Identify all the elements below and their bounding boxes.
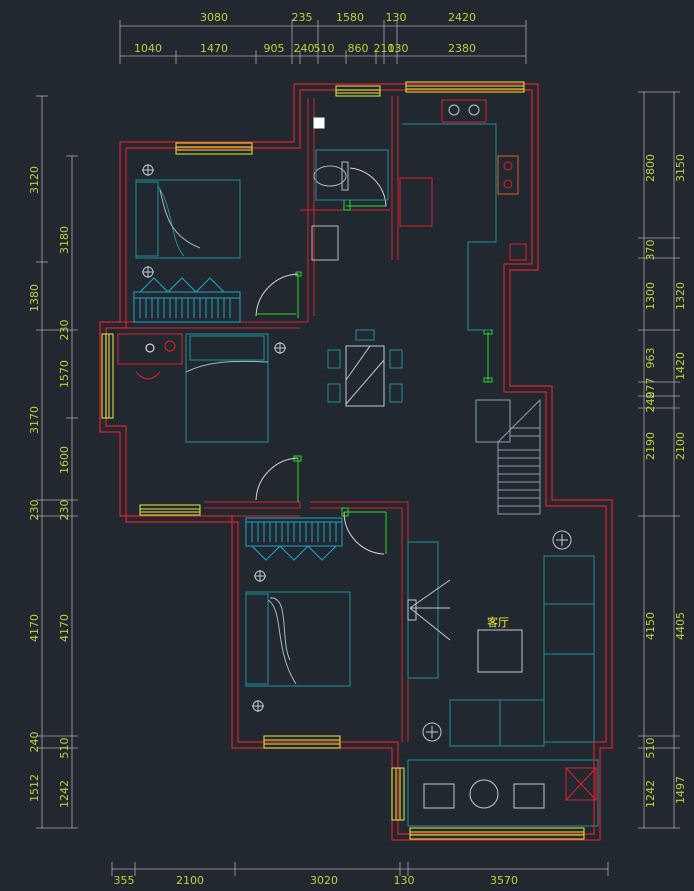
dim-top-outer-4: 130: [386, 11, 407, 24]
dim-left-inner-2: 230: [58, 320, 71, 341]
lamps: [422, 530, 572, 742]
dim-right-outer-4: 2100: [674, 432, 687, 460]
dim-right-outer-3: 1420: [674, 352, 687, 380]
dim-right-outer-5: 4405: [674, 612, 687, 640]
dim-left-outer-2: 1380: [28, 284, 41, 312]
dim-right-outer-1: 3150: [674, 154, 687, 182]
dim-top-inner-3: 905: [264, 42, 285, 55]
wardrobe-bedroom1: [133, 277, 241, 323]
dim-left-inner-4: 1600: [58, 446, 71, 474]
dim-right-inner-8: 4150: [644, 612, 657, 640]
dim-left-outer-6: 240: [28, 732, 41, 753]
dim-top-inner-7: 210: [374, 42, 395, 55]
dim-left-inner-5: 230: [58, 500, 71, 521]
dim-right-inner-5: 277: [644, 378, 657, 399]
dim-right-inner-1: 2800: [644, 154, 657, 182]
dim-top-inner-6: 860: [348, 42, 369, 55]
sofa: [449, 555, 595, 747]
window-study-bottom: [139, 504, 201, 516]
interior-walls: [120, 96, 409, 742]
dim-right-inner-4: 963: [644, 348, 657, 369]
dim-top-inner-2: 1470: [200, 42, 228, 55]
dim-right-outer-6: 1497: [674, 776, 687, 804]
kitchen-counter: [399, 99, 527, 331]
bed-bedroom2: [245, 591, 351, 687]
staircase: [475, 398, 541, 515]
door-bedroom1: [295, 271, 302, 318]
window-kitchen-top: [405, 81, 525, 93]
doors: [255, 167, 493, 555]
dim-top-inner-5: 510: [314, 42, 335, 55]
door-kitchen: [483, 329, 493, 383]
dim-left-inner-6: 4170: [58, 614, 71, 642]
toilet: [313, 161, 349, 191]
dim-left-inner-1: 3180: [58, 226, 71, 254]
dim-right-inner-3: 1300: [644, 282, 657, 310]
door-study: [293, 455, 302, 502]
dim-top-outer-3: 1580: [336, 11, 364, 24]
nightstand-icons: [142, 164, 286, 712]
window-bathroom-top: [335, 85, 381, 97]
window-dining-left: [391, 767, 405, 821]
dining-table: [345, 345, 385, 407]
dim-left-outer-1: 3120: [28, 166, 41, 194]
dim-top-inner-9: 2380: [448, 42, 476, 55]
dim-left-inner-8: 1242: [58, 780, 71, 808]
window-study-left: [101, 333, 114, 419]
exterior-walls: [99, 83, 613, 841]
dim-top-inner-1: 1040: [134, 42, 162, 55]
dining-set-bottom: [423, 767, 597, 809]
study-bed: [185, 333, 269, 443]
dim-right-inner-6: 240: [644, 392, 657, 413]
wardrobe-bedroom2: [245, 517, 343, 561]
dim-right-inner-10: 1242: [644, 780, 657, 808]
dim-top-outer-5: 2420: [448, 11, 476, 24]
dim-bottom-2: 2100: [176, 874, 204, 887]
window-living-bottom: [409, 827, 585, 840]
dim-top-inner-8: 130: [388, 42, 409, 55]
dim-bottom-4: 130: [394, 874, 415, 887]
dim-right-inner-7: 2190: [644, 432, 657, 460]
dim-right-outer-2: 1320: [674, 282, 687, 310]
room-label-living: 客厅: [487, 615, 509, 629]
window-bedroom-top: [175, 142, 253, 155]
dim-right-inner-2: 370: [644, 240, 657, 261]
door-bedroom2: [341, 507, 387, 554]
coffee-table: [477, 629, 523, 673]
dining-chairs: [327, 329, 403, 403]
dim-left-outer-5: 4170: [28, 614, 41, 642]
bed-bedroom1: [135, 179, 241, 259]
dim-left-outer-3: 3170: [28, 406, 41, 434]
study-desk: [117, 333, 183, 380]
furniture: [117, 99, 599, 827]
dim-left-outer-7: 1512: [28, 774, 41, 802]
windows: [101, 81, 585, 840]
tv-cabinet: [407, 541, 451, 679]
dim-right-inner-9: 510: [644, 738, 657, 759]
dim-left-outer-4: 230: [28, 500, 41, 521]
door-bathroom: [343, 199, 386, 211]
dim-top-outer-2: 235: [292, 11, 313, 24]
window-bedroom2-bottom: [263, 735, 341, 749]
dim-left-inner-7: 510: [58, 738, 71, 759]
dimension-labels: 3080 235 1580 130 2420 1040 1470 905 240…: [28, 11, 687, 887]
dimension-lines: [36, 20, 680, 876]
dim-bottom-3: 3020: [310, 874, 338, 887]
dim-top-inner-4: 240: [294, 42, 315, 55]
dim-bottom-5: 3570: [490, 874, 518, 887]
dim-top-outer-1: 3080: [200, 11, 228, 24]
dim-bottom-1: 355: [114, 874, 135, 887]
dim-left-inner-3: 1570: [58, 360, 71, 388]
